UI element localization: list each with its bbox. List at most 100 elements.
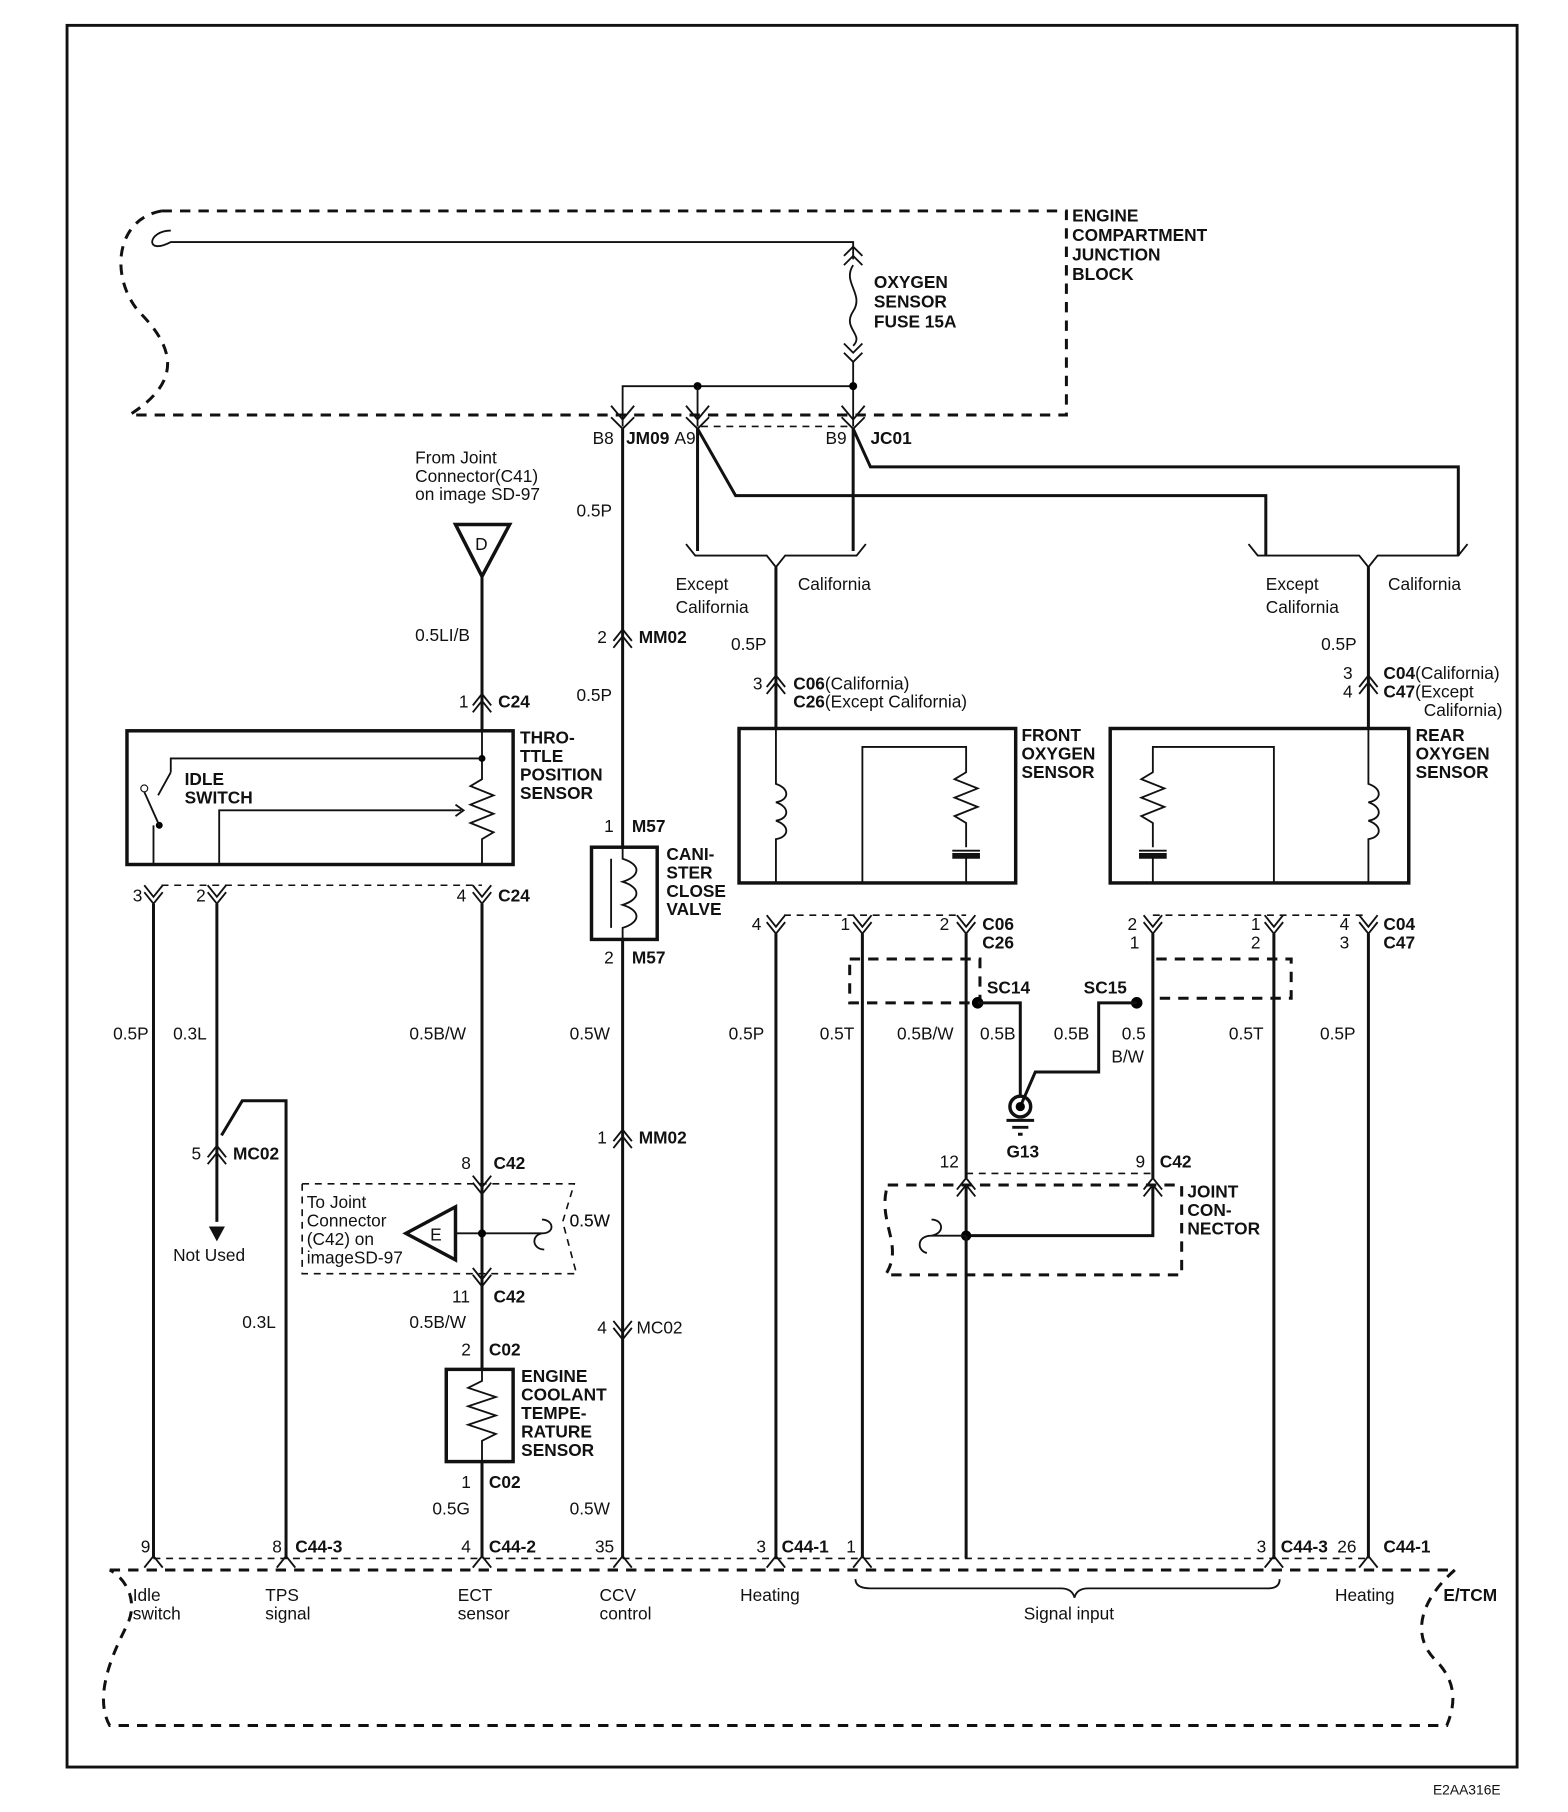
label: California: [1266, 597, 1339, 617]
label: B9: [825, 428, 846, 448]
label: C42: [494, 1153, 526, 1173]
label: 11: [452, 1287, 470, 1307]
label: STER: [666, 862, 713, 882]
label: POSITION: [520, 764, 603, 784]
label: (Except: [1415, 681, 1474, 701]
label: THRO-: [520, 727, 575, 747]
label: OXYGEN: [1021, 744, 1095, 764]
label: SENSOR: [1021, 762, 1095, 782]
label: 5: [192, 1144, 202, 1164]
throttle-position-sensor: IDLE SWITCH THRO- TTLE POSITION SENSOR: [125, 727, 603, 867]
label: 2: [604, 948, 614, 968]
front-oxygen-sensor: FRONT OXYGEN SENSOR: [737, 725, 1095, 885]
label: 0.5B/W: [897, 1024, 954, 1044]
label: 4: [752, 914, 762, 934]
frame: [65, 23, 1519, 1769]
label: 0.5W: [570, 1499, 611, 1519]
label: Except: [1266, 574, 1319, 594]
label: M57: [632, 816, 666, 836]
label: 4: [597, 1318, 607, 1338]
svg-text:C47(Except: C47(Except: [1383, 681, 1473, 701]
label: 2: [196, 885, 206, 905]
label: 0.5T: [820, 1024, 855, 1044]
label: on image SD-97: [415, 484, 540, 504]
label: OXYGEN: [1416, 744, 1490, 764]
label: E/TCM: [1443, 1585, 1497, 1605]
label: 3: [756, 1537, 766, 1557]
label: C06: [793, 673, 825, 693]
label: C26: [793, 692, 825, 712]
label: 0.3L: [173, 1024, 207, 1044]
label: RATURE: [521, 1421, 592, 1441]
label: C44-3: [1281, 1537, 1328, 1557]
label: OXYGEN: [874, 272, 948, 292]
label: BLOCK: [1072, 264, 1134, 284]
label: California: [676, 597, 749, 617]
label: 2: [1127, 914, 1137, 934]
svg-text:C04(California): C04(California): [1383, 663, 1499, 683]
label: 0.5B: [1054, 1024, 1090, 1044]
engine-coolant-temperature-sensor: ENGINE COOLANT TEMPE- RATURE SENSOR: [444, 1366, 607, 1464]
label: 4: [1340, 914, 1350, 934]
label: 0.5LI/B: [415, 625, 470, 645]
label: 0.5W: [570, 1024, 611, 1044]
label: TTLE: [520, 746, 563, 766]
label: SENSOR: [874, 292, 948, 312]
label: 1: [840, 914, 850, 934]
label: Heating: [1335, 1585, 1395, 1605]
label: MM02: [639, 1127, 687, 1147]
label: TEMPE-: [521, 1403, 587, 1423]
label: Heating: [740, 1585, 800, 1605]
label: imageSD-97: [307, 1247, 403, 1267]
label: 1: [461, 1472, 471, 1492]
label: (California): [1415, 663, 1500, 683]
label: Signal input: [1024, 1604, 1115, 1624]
label: Except: [676, 574, 729, 594]
label: switch: [133, 1604, 181, 1624]
ground-g13: G13: [1006, 1094, 1039, 1161]
label: 4: [461, 1537, 471, 1557]
label: Connector: [307, 1210, 387, 1230]
label: FRONT: [1021, 725, 1081, 745]
label: 9: [141, 1537, 151, 1557]
label: 0.5P: [113, 1024, 149, 1044]
label: 3: [1340, 933, 1350, 953]
label: SWITCH: [185, 787, 253, 807]
label: CON-: [1187, 1200, 1231, 1220]
label: C44-2: [489, 1537, 536, 1557]
label: California: [798, 574, 871, 594]
label: 4: [1343, 681, 1353, 701]
label: C24: [498, 885, 530, 905]
label: 0.5B: [980, 1024, 1016, 1044]
label: NECTOR: [1187, 1219, 1260, 1239]
label: C44-1: [1383, 1537, 1430, 1557]
label: 0.5P: [577, 500, 613, 520]
label: VALVE: [666, 899, 721, 919]
label: To Joint: [307, 1192, 367, 1212]
label: 2: [940, 914, 950, 934]
label: From Joint: [415, 447, 497, 467]
label: 4: [457, 885, 467, 905]
label: 1: [459, 692, 469, 712]
label: California: [1388, 574, 1461, 594]
diagram-code: E2AA316E: [1433, 1782, 1501, 1798]
label: B8: [593, 428, 614, 448]
label: 8: [272, 1537, 282, 1557]
label: M57: [632, 948, 666, 968]
label: 35: [595, 1537, 614, 1557]
label: MC02: [636, 1318, 682, 1338]
label: C06: [982, 914, 1014, 934]
label: CANI-: [666, 844, 714, 864]
top-connectors: B8 JM09 A9 B9 JC01: [593, 405, 912, 448]
label: 0.5B/W: [409, 1312, 466, 1332]
label: C04: [1383, 663, 1415, 683]
label: A9: [674, 428, 695, 448]
label: California): [1424, 700, 1503, 720]
label: 0.5P: [577, 685, 613, 705]
label: 0.5: [1122, 1024, 1146, 1044]
label: (C42) on: [307, 1229, 374, 1249]
label: C47: [1383, 933, 1415, 953]
label: 12: [940, 1152, 959, 1172]
label: 2: [1251, 933, 1261, 953]
